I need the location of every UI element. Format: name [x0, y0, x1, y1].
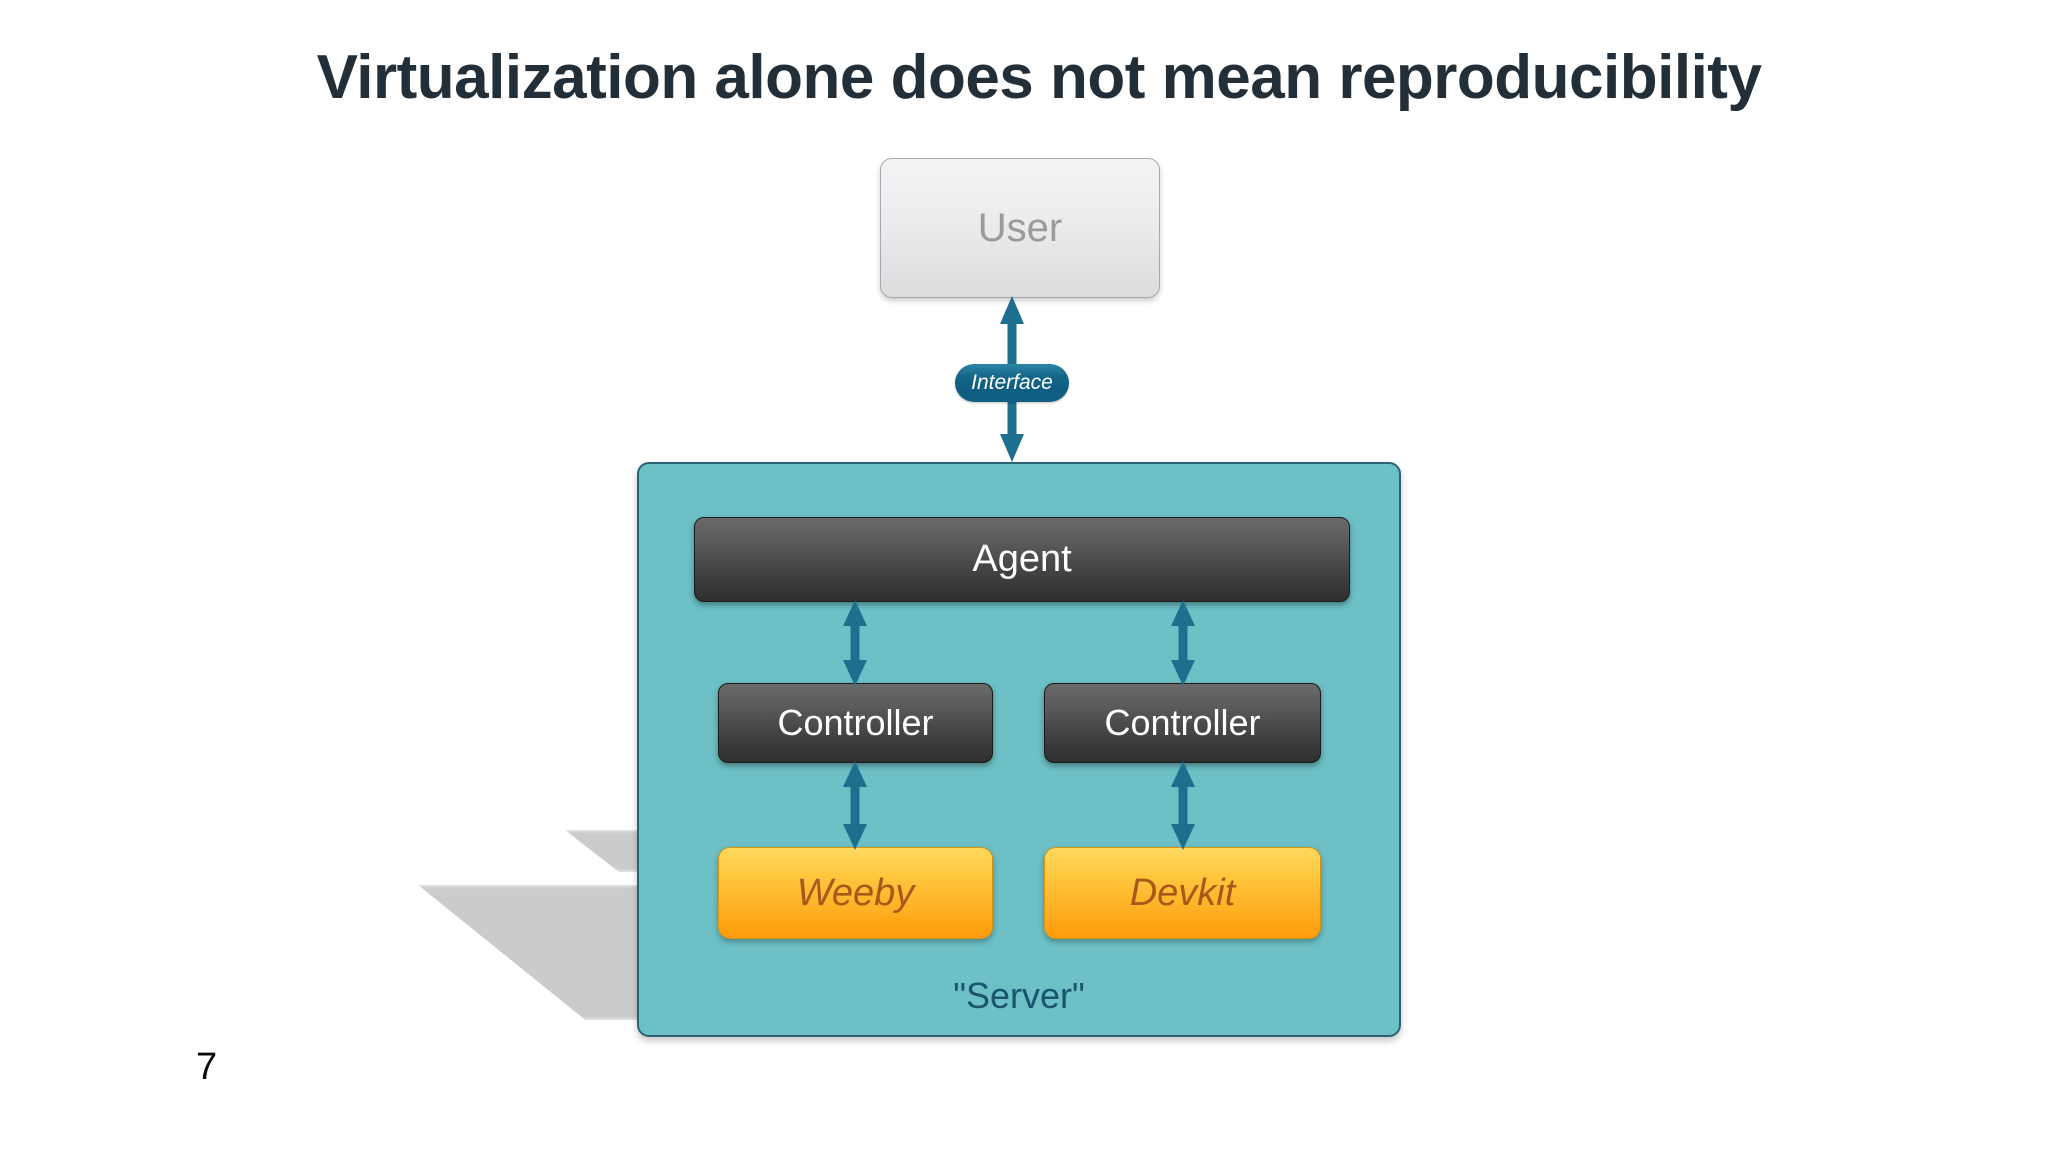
node-controller-right[interactable]: Controller: [1044, 683, 1321, 763]
connector-badge-interface-label: Interface: [971, 371, 1053, 394]
node-user-label: User: [977, 205, 1063, 250]
page-title: Virtualization alone does not mean repro…: [316, 43, 1762, 112]
node-devkit-label: Devkit: [1129, 871, 1236, 914]
node-agent[interactable]: Agent: [694, 517, 1350, 602]
node-server-label: "Server": [953, 975, 1085, 1016]
node-weeby-label: Weeby: [796, 871, 915, 914]
node-controller-left[interactable]: Controller: [718, 683, 993, 763]
node-agent-label: Agent: [972, 538, 1072, 580]
connector-badge-interface[interactable]: Interface: [955, 364, 1069, 402]
connector-agent-controller-right: [1170, 600, 1196, 686]
connector-controller-weeby: [842, 761, 868, 850]
node-user[interactable]: User: [880, 158, 1160, 298]
connector-agent-controller-left: [842, 600, 868, 686]
double-headed-arrow-icon: [1171, 600, 1195, 686]
node-weeby[interactable]: Weeby: [718, 847, 993, 939]
page-number: 7: [196, 1046, 218, 1088]
double-headed-arrow-icon: [843, 600, 867, 686]
node-server-container[interactable]: Agent Controller Controller Weeby Devkit: [637, 462, 1401, 1037]
double-headed-arrow-icon: [843, 761, 867, 850]
connector-controller-devkit: [1170, 761, 1196, 850]
node-devkit[interactable]: Devkit: [1044, 847, 1321, 939]
node-controller-right-label: Controller: [1104, 702, 1261, 743]
node-controller-left-label: Controller: [777, 702, 934, 743]
double-headed-arrow-icon: [1171, 761, 1195, 850]
